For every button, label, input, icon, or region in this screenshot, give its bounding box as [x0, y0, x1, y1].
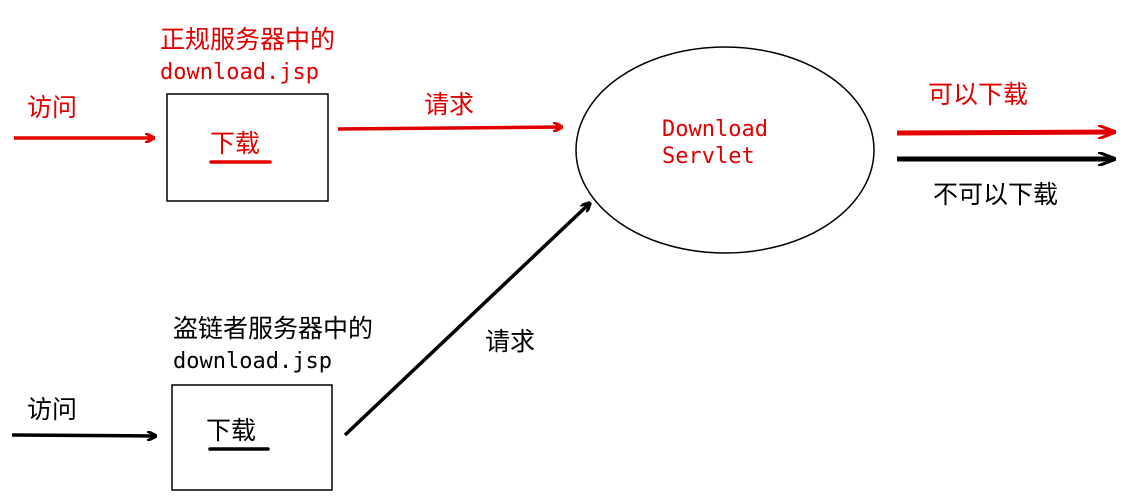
leech-request-label: 请求 — [485, 327, 535, 356]
legit-download-link[interactable]: 下载 — [210, 129, 260, 158]
legit-visit-label: 访问 — [27, 93, 77, 122]
download-servlet-node — [575, 46, 875, 254]
result-allowed-arrow — [896, 132, 1115, 133]
servlet-label-line2: Servlet — [662, 144, 755, 169]
leech-server-label: 盗链者服务器中的 — [173, 314, 373, 343]
result-denied-label: 不可以下载 — [933, 180, 1058, 209]
legit-request-label: 请求 — [424, 90, 474, 119]
leech-visit-label: 访问 — [27, 395, 77, 424]
leech-request-arrow — [343, 203, 590, 437]
legit-download-page-box — [166, 93, 329, 202]
leech-download-page-box — [171, 384, 333, 491]
legit-server-label: 正规服务器中的 — [160, 25, 335, 54]
legit-request-arrow — [337, 127, 562, 129]
result-allowed-label: 可以下载 — [928, 80, 1028, 109]
leech-visit-arrow — [11, 435, 156, 436]
servlet-label-line1: Download — [662, 117, 768, 142]
legit-server-filename: download.jsp — [160, 60, 319, 85]
leech-download-link[interactable]: 下载 — [206, 416, 256, 445]
leech-server-filename: download.jsp — [173, 349, 332, 374]
